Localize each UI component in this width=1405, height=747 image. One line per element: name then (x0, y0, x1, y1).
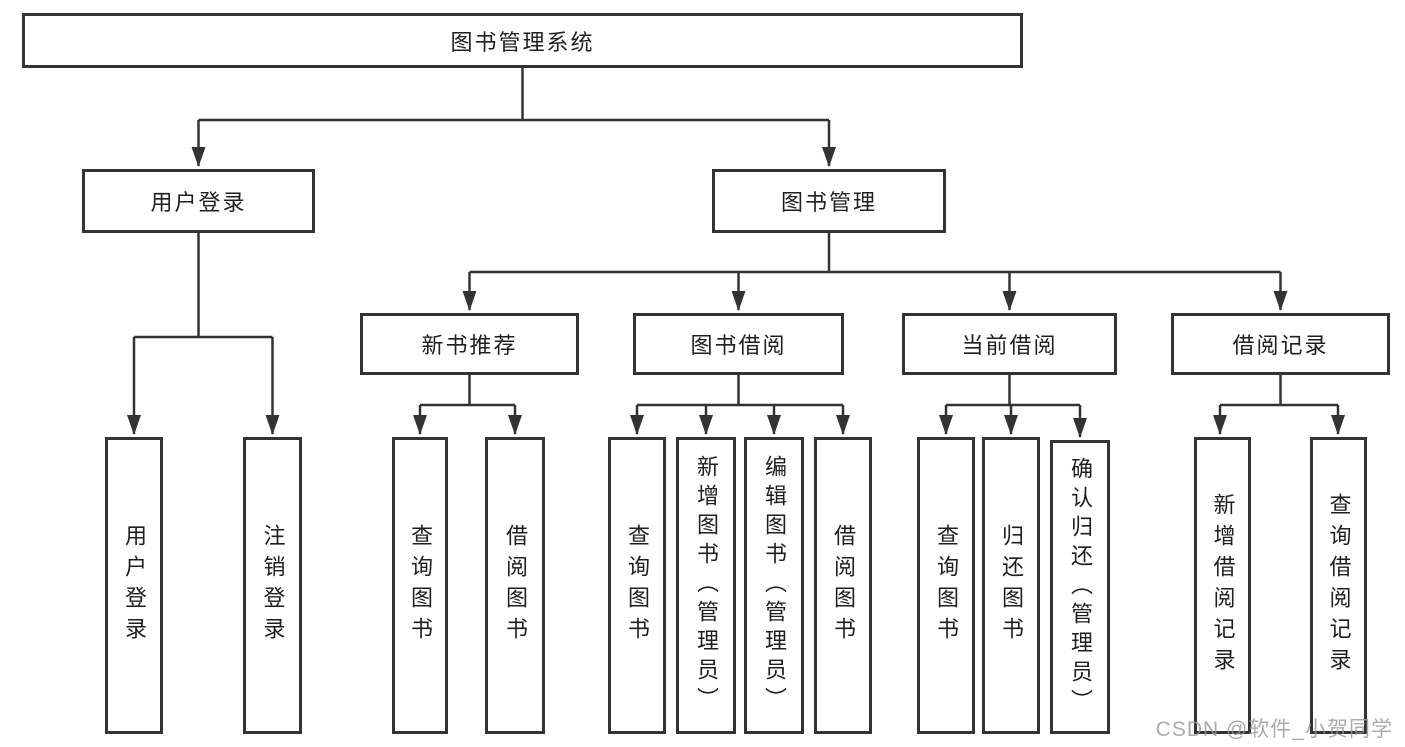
node-logout-label: 注销登录 (260, 523, 286, 648)
node-records-add-record-label: 新增借阅记录 (1210, 492, 1236, 679)
node-borrow-add-books-admin-label: 新增图书（管理员） (694, 455, 719, 716)
book-management-branch (462, 233, 1288, 311)
node-current-query-books-label: 查询图书 (934, 523, 959, 648)
node-borrow-edit-books-admin-label: 编辑图书（管理员） (762, 455, 787, 716)
node-borrow-edit-books-admin: 编辑图书（管理员） (744, 437, 804, 734)
book-borrow-branch (630, 375, 850, 435)
node-current-return-books: 归还图书 (982, 437, 1040, 734)
node-recommend-borrow-books: 借阅图书 (485, 437, 545, 734)
node-book-borrow: 图书借阅 (633, 313, 844, 375)
node-current-query-books: 查询图书 (917, 437, 975, 734)
node-logout: 注销登录 (243, 437, 302, 734)
node-current-confirm-return-admin: 确认归还（管理员） (1050, 440, 1110, 734)
node-records-query-record-label: 查询借阅记录 (1326, 492, 1352, 679)
node-recommend-borrow-books-label: 借阅图书 (503, 523, 528, 648)
node-login: 用户登录 (105, 437, 163, 734)
borrow-records-branch (1213, 375, 1345, 435)
node-borrow-query-books-label: 查询图书 (625, 523, 650, 648)
node-borrow-records: 借阅记录 (1171, 313, 1390, 375)
node-library-system: 图书管理系统 (22, 13, 1023, 68)
node-current-confirm-return-admin-label: 确认归还（管理员） (1068, 456, 1093, 718)
node-recommend-query-books-label: 查询图书 (408, 523, 433, 648)
new-book-recommend-branch (413, 375, 522, 435)
node-new-book-recommend: 新书推荐 (360, 313, 579, 375)
node-current-borrow: 当前借阅 (902, 313, 1117, 375)
node-borrow-borrow-books-label: 借阅图书 (831, 523, 856, 648)
node-recommend-query-books: 查询图书 (392, 437, 448, 734)
user-login-branch (127, 233, 280, 435)
node-current-return-books-label: 归还图书 (999, 523, 1024, 648)
node-records-query-record: 查询借阅记录 (1310, 437, 1367, 734)
node-borrow-add-books-admin: 新增图书（管理员） (676, 437, 736, 734)
node-login-label: 用户登录 (122, 523, 147, 648)
watermark: CSDN @软件_小贺同学 (1155, 718, 1393, 741)
current-borrow-branch (939, 375, 1087, 438)
node-book-management: 图书管理 (712, 169, 946, 233)
node-user-login: 用户登录 (82, 169, 315, 233)
node-borrow-query-books: 查询图书 (608, 437, 666, 734)
node-borrow-borrow-books: 借阅图书 (814, 437, 872, 734)
node-records-add-record: 新增借阅记录 (1194, 437, 1251, 734)
root-branch (191, 68, 836, 167)
